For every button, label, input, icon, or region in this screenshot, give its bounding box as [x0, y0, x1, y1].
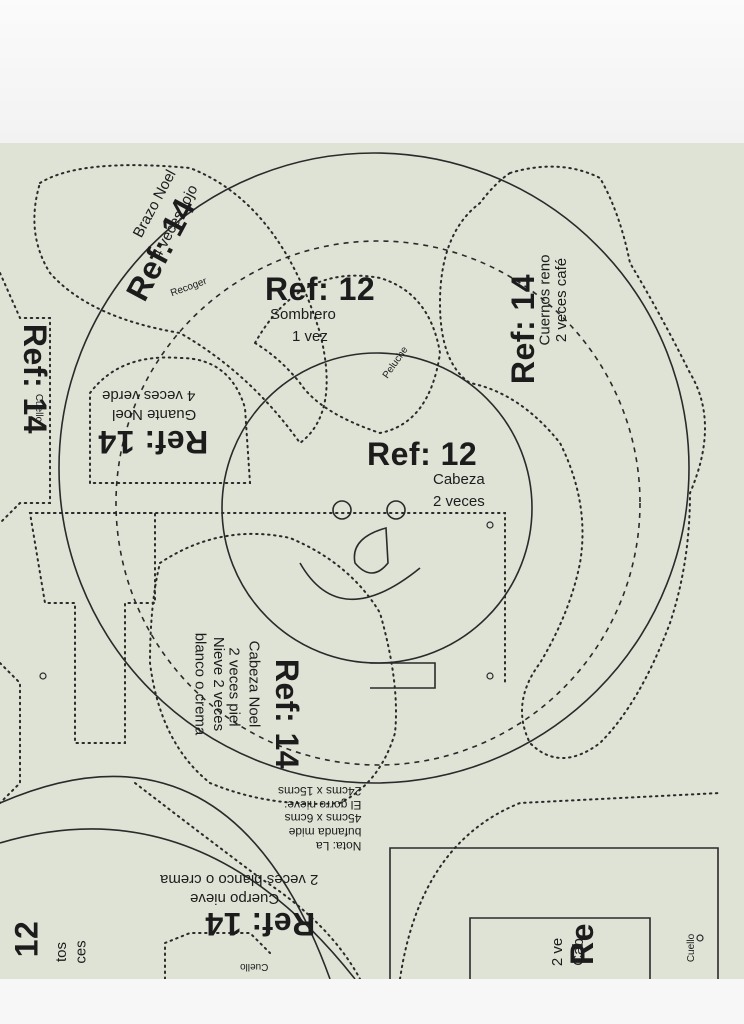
sombrero-lobe-dotted-outline: [253, 274, 442, 435]
cuernos-reno-dotted-outline: [438, 165, 706, 759]
cuello-dotted-outline: [164, 932, 271, 979]
guante-noel-qty: 4 veces verde: [102, 387, 196, 404]
nota-block: Nota: La bufanda mide 45cms x 6cms El go…: [278, 783, 362, 853]
sombrero-name: Sombrero: [270, 306, 336, 323]
guante-noel-name: Guante Noel: [112, 406, 197, 423]
left-edge-word-1: tos: [53, 941, 71, 963]
cabeza-outline: [221, 352, 533, 664]
nota-line-5: 24cms x 15cms: [278, 783, 362, 798]
left-rect-dotted-outline: [28, 512, 156, 744]
guante-noel-ref: Ref: 14: [98, 424, 209, 460]
cuerpo-outer-arc: [0, 775, 331, 979]
right-edge-line-1: Cab: [569, 938, 587, 966]
sombrero-dashed-outline: [115, 240, 641, 766]
pattern-outlines: [0, 152, 721, 979]
cabeza-name: Cabeza: [433, 471, 485, 488]
cabeza-noel-qty3: blanco o crema: [191, 632, 209, 736]
left-edge-ref: Ref: 14: [17, 323, 54, 435]
cuernos-reno-name: Cuernos reno: [536, 254, 554, 346]
cabeza-noel-ref: Ref: 14: [269, 658, 306, 770]
brazo-noel-dotted-outline: [33, 164, 328, 445]
cuerpo-nieve-name: Cuerpo nieve: [190, 890, 280, 907]
cabeza-noel-name: Cabeza Noel: [245, 640, 263, 728]
cuernos-reno-qty: 2 veces café: [553, 257, 571, 343]
nota-line-4: El gorro nieve:: [283, 797, 362, 812]
bottom-right-dotted-outline: [399, 792, 721, 979]
nota-line-3: 45cms x 6cms: [284, 811, 362, 826]
right-inner-outline: [469, 917, 651, 979]
horizontal-dotted-line: [29, 512, 506, 684]
cabeza-noel-dotted-outline: [148, 532, 397, 805]
cuerpo-nieve-qty: 2 veces blanco o crema: [160, 871, 319, 888]
cuerpo-nieve-ref: Ref: 14: [205, 906, 316, 942]
right-piece-outline: [389, 847, 719, 979]
cuerpo-cuello-label: Cuello: [240, 961, 269, 972]
nose-icon: [353, 526, 389, 574]
guante-noel-dotted-outline: [89, 356, 252, 484]
cabeza-tab-outline: [370, 662, 436, 689]
cuerpo-dotted-arc: [134, 782, 361, 979]
big-circle-outline: [58, 152, 690, 784]
eye-left-icon: [332, 500, 352, 520]
nota-line-2: bufanda mide: [288, 825, 362, 840]
left-edge-dotted-outline-2: [0, 662, 21, 804]
mouth-icon: [299, 562, 421, 601]
left-edge-dotted-outline: [0, 272, 51, 524]
left-edge-word-2: ces: [72, 940, 90, 964]
right-edge-line-2: 2 ve: [549, 937, 567, 967]
cabeza-qty: 2 veces: [433, 493, 485, 510]
left-edge-ref-12: 12: [8, 920, 45, 958]
cuernos-reno-ref: Ref: 14: [505, 273, 542, 385]
scan-top-margin: [0, 0, 744, 143]
scan-bottom-margin: [0, 979, 744, 1024]
pattern-sheet: Ref: 14 Brazo Noel 4 veces rojo Ref: 12 …: [0, 143, 744, 979]
eye-right-icon: [386, 500, 406, 520]
nota-line-1: Nota: La: [315, 838, 362, 853]
cabeza-ref: Ref: 12: [367, 436, 478, 472]
cuerpo-inner-arc: [0, 828, 356, 979]
cabeza-noel-qty1: 2 veces piel: [225, 647, 243, 727]
sombrero-ref: Ref: 12: [265, 271, 376, 307]
right-edge-cuello-label: Cuello: [686, 933, 698, 963]
cabeza-noel-qty2: Nieve 2 veces: [210, 636, 228, 732]
sombrero-qty: 1 vez: [292, 328, 328, 345]
